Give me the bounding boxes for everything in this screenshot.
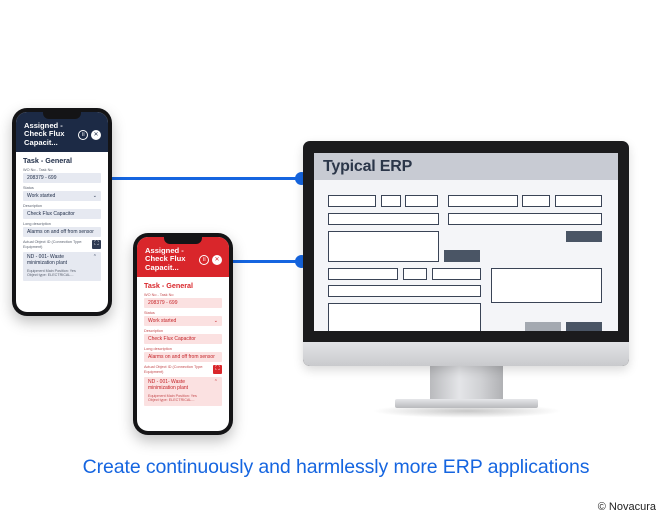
object-id-label: Actual Object ID (Connection Type: Equip… [144, 365, 204, 374]
phone-notch [164, 237, 202, 244]
erp-cancel-button[interactable] [525, 322, 561, 331]
erp-field[interactable] [448, 195, 518, 207]
description-value: Check Flux Capacitor [27, 211, 75, 218]
chevron-down-icon: ⌄ [92, 193, 97, 200]
connector-line-top [108, 177, 302, 180]
long-description-field[interactable]: Alarms on and off from sensor [23, 227, 101, 238]
erp-ok-button[interactable] [566, 322, 602, 331]
scan-icon[interactable]: ⛶ [92, 240, 101, 250]
connector-line-bottom [229, 260, 302, 263]
chevron-up-icon: ⌃ [92, 254, 97, 261]
erp-field[interactable] [522, 195, 550, 207]
chevron-down-icon: ⌄ [213, 318, 218, 325]
scan-icon[interactable]: ⛶ [213, 365, 222, 375]
description-label: Description [23, 204, 42, 209]
object-card-line-2: Object type: ELECTRICAL... [148, 398, 195, 403]
erp-field[interactable] [405, 195, 438, 207]
status-value: Work started [148, 318, 177, 325]
phone-navy-screen: Assigned - Check Flux Capacit... ॥ ✕ Tas… [16, 112, 108, 312]
phone-red-screen: Assigned - Check Flux Capacit... ॥ ✕ Tas… [137, 237, 229, 431]
erp-button[interactable] [566, 231, 602, 242]
pause-icon[interactable]: ॥ [199, 254, 209, 265]
long-description-value: Alarms on and off from sensor [27, 229, 94, 236]
erp-field[interactable] [448, 213, 602, 225]
erp-field[interactable] [403, 268, 427, 280]
wo-field[interactable]: 208379 - 699 [23, 173, 101, 184]
long-description-field[interactable]: Alarms on and off from sensor [144, 352, 222, 363]
phone-navy: Assigned - Check Flux Capacit... ॥ ✕ Tas… [12, 108, 112, 316]
wo-field[interactable]: 208379 - 699 [144, 298, 222, 309]
phone-navy-section-title: Task - General [23, 156, 73, 166]
monitor: Typical ERP [303, 141, 629, 366]
erp-screen: Typical ERP [314, 153, 618, 331]
erp-field[interactable] [328, 285, 481, 297]
wo-label: WO No - Task No [23, 168, 53, 173]
wo-label: WO No - Task No [144, 293, 174, 298]
description-field[interactable]: Check Flux Capacitor [23, 209, 101, 220]
monitor-stand-neck [430, 366, 503, 401]
phone-red-title: Assigned - Check Flux Capacit... [145, 246, 186, 272]
phone-red-header: Assigned - Check Flux Capacit... ॥ ✕ [137, 237, 229, 278]
erp-textarea[interactable] [328, 231, 439, 262]
wo-value: 208379 - 699 [27, 175, 57, 182]
status-label: Status [23, 186, 34, 191]
headline: Create continuously and harmlessly more … [82, 456, 590, 478]
object-id-label: Actual Object ID (Connection Type: Equip… [23, 240, 83, 249]
object-card-title: ND - 001- Waste minimization plant [148, 379, 189, 391]
erp-button[interactable] [444, 250, 480, 262]
status-label: Status [144, 311, 155, 316]
status-select[interactable]: Work started ⌄ [144, 316, 222, 327]
copyright: © Novacura [597, 501, 656, 513]
object-card-title: ND - 001- Waste minimization plant [27, 254, 68, 266]
object-card[interactable]: ND - 001- Waste minimization plant ⌃ Equi… [23, 252, 101, 281]
status-value: Work started [27, 193, 56, 200]
monitor-chin [303, 342, 629, 366]
object-card-line-1: Equipment Main Position: Yes [27, 268, 76, 273]
description-label: Description [144, 329, 163, 334]
erp-field[interactable] [555, 195, 602, 207]
erp-field[interactable] [328, 268, 398, 280]
phone-notch [43, 112, 81, 119]
close-icon[interactable]: ✕ [91, 129, 101, 140]
object-card[interactable]: ND - 001- Waste minimization plant ⌃ Equi… [144, 377, 222, 406]
erp-textarea[interactable] [328, 303, 481, 331]
phone-red-section-title: Task - General [144, 281, 194, 291]
long-description-label: Long description [144, 347, 172, 352]
erp-field[interactable] [328, 195, 376, 207]
object-card-line-1: Equipment Main Position: Yes [148, 393, 197, 398]
erp-title: Typical ERP [323, 157, 413, 175]
wo-value: 208379 - 699 [148, 300, 178, 307]
phone-red: Assigned - Check Flux Capacit... ॥ ✕ Tas… [133, 233, 233, 435]
erp-field[interactable] [432, 268, 481, 280]
erp-textarea[interactable] [491, 268, 602, 303]
phone-navy-title: Assigned - Check Flux Capacit... [24, 121, 65, 147]
chevron-up-icon: ⌃ [213, 379, 218, 386]
erp-field[interactable] [328, 213, 439, 225]
description-field[interactable]: Check Flux Capacitor [144, 334, 222, 345]
close-icon[interactable]: ✕ [212, 254, 222, 265]
erp-header: Typical ERP [314, 153, 618, 180]
pause-icon[interactable]: ॥ [78, 129, 88, 140]
status-select[interactable]: Work started ⌄ [23, 191, 101, 202]
erp-field[interactable] [381, 195, 401, 207]
long-description-label: Long description [23, 222, 51, 227]
long-description-value: Alarms on and off from sensor [148, 354, 215, 361]
object-card-line-2: Object type: ELECTRICAL... [27, 273, 74, 278]
monitor-stand-base [395, 399, 538, 408]
description-value: Check Flux Capacitor [148, 336, 196, 343]
